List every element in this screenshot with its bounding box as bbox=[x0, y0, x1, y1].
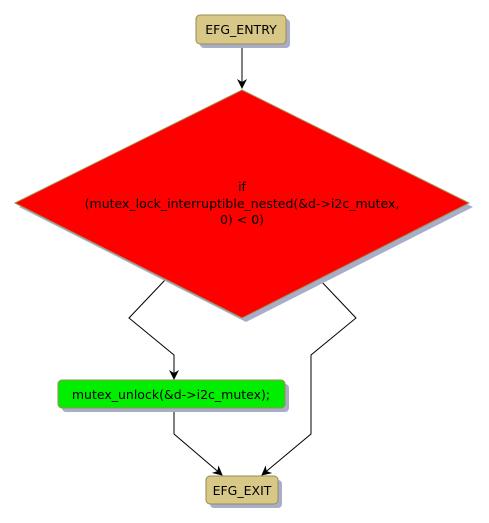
edge-decision-to-action bbox=[128, 278, 179, 380]
node-action[interactable]: mutex_unlock(&d->i2c_mutex); bbox=[57, 379, 289, 412]
decision-diamond bbox=[13, 89, 471, 319]
node-efg-exit[interactable]: EFG_EXIT bbox=[205, 475, 282, 508]
node-decision[interactable]: if (mutex_lock_interruptible_nested(&d->… bbox=[13, 89, 473, 322]
edges bbox=[128, 46, 357, 476]
decision-label-line-2: (mutex_lock_interruptible_nested(&d->i2c… bbox=[85, 196, 400, 211]
edge-decision-to-exit bbox=[261, 278, 357, 476]
node-label: EFG_ENTRY bbox=[205, 22, 277, 37]
node-label: mutex_unlock(&d->i2c_mutex); bbox=[72, 387, 270, 402]
decision-label-line-3: 0) < 0) bbox=[220, 212, 264, 227]
decision-label-line-1: if bbox=[238, 179, 246, 194]
node-box bbox=[205, 475, 279, 505]
node-box bbox=[57, 379, 286, 409]
node-label: EFG_EXIT bbox=[213, 483, 272, 498]
node-efg-entry[interactable]: EFG_ENTRY bbox=[195, 14, 290, 48]
node-box bbox=[195, 14, 287, 45]
edge-action-to-exit bbox=[173, 409, 223, 476]
